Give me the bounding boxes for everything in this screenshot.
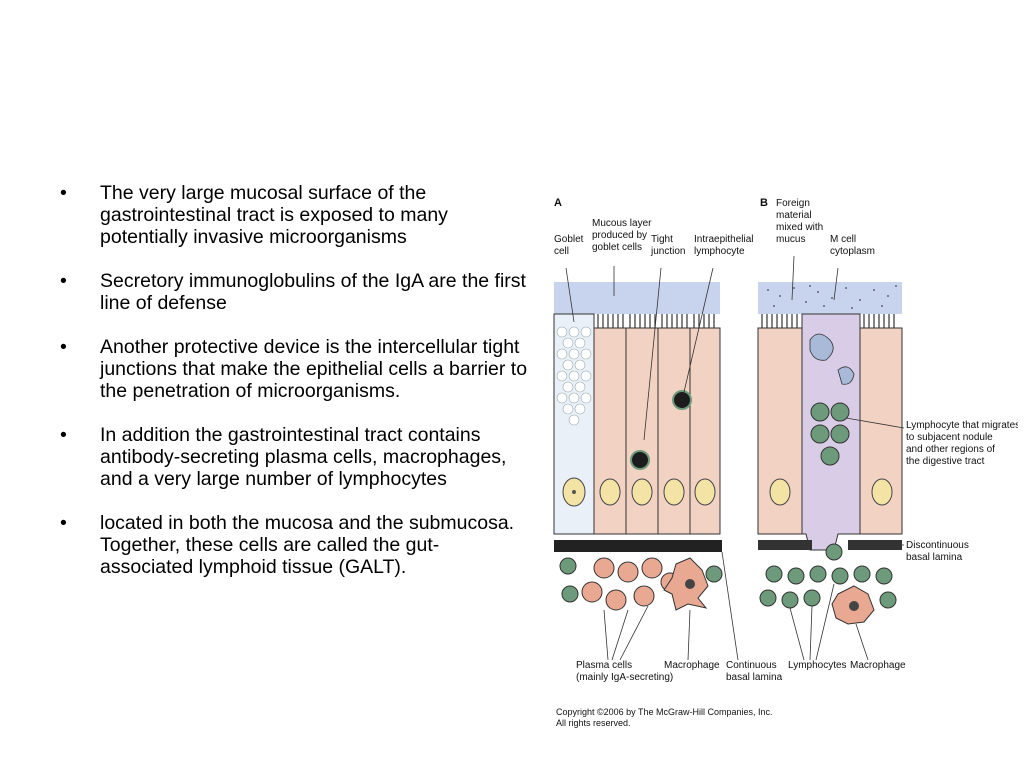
m-cell-vesicle bbox=[809, 333, 834, 361]
panel-b-letter: B bbox=[760, 197, 768, 209]
cell-nuclei-b bbox=[769, 478, 893, 506]
intraepithelial-lymphocyte bbox=[672, 390, 692, 410]
intraepithelial-lymphocyte bbox=[630, 450, 650, 470]
bullet-marker: • bbox=[60, 270, 67, 292]
macrophage-a-label: Macrophage bbox=[664, 660, 720, 671]
plasma-cells-label: Plasma cells(mainly IgA-secreting) bbox=[576, 660, 673, 683]
copyright-line: All rights reserved. bbox=[556, 718, 631, 728]
bullet-list: • The very large mucosal surface of the g… bbox=[60, 182, 530, 600]
copyright-line: Copyright ©2006 by The McGraw-Hill Compa… bbox=[556, 707, 773, 717]
bullet-item: • located in both the mucosa and the subm… bbox=[60, 512, 530, 578]
bullet-text: In addition the gastrointestinal tract c… bbox=[100, 424, 507, 490]
mucus-layer-b bbox=[758, 282, 902, 314]
nodule-lymphocytes bbox=[759, 543, 897, 609]
bullet-text: Another protective device is the interce… bbox=[100, 336, 528, 402]
continuous-basal-lamina bbox=[554, 540, 722, 552]
discontinuous-basal-lamina bbox=[758, 540, 902, 550]
lymphocytes-a bbox=[559, 557, 723, 603]
copyright-notice: Copyright ©2006 by The McGraw-Hill Compa… bbox=[556, 707, 773, 729]
absorptive-cells bbox=[593, 327, 721, 535]
bullet-marker: • bbox=[60, 336, 67, 358]
bullet-item: • Another protective device is the interc… bbox=[60, 336, 530, 402]
bullet-text: The very large mucosal surface of the ga… bbox=[100, 182, 448, 248]
bullet-item: • In addition the gastrointestinal tract … bbox=[60, 424, 530, 490]
bullet-marker: • bbox=[60, 512, 67, 534]
cell-nuclei-a bbox=[599, 478, 716, 506]
bullet-text: located in both the mucosa and the submu… bbox=[100, 512, 515, 578]
mucus-layer bbox=[554, 282, 720, 314]
panel-a-letter: A bbox=[554, 197, 562, 209]
m-cell-lymphocytes bbox=[810, 402, 850, 466]
microvilli-b bbox=[761, 314, 895, 328]
bullet-marker: • bbox=[60, 424, 67, 446]
macrophage-b-label: Macrophage bbox=[850, 660, 906, 671]
goblet-granules bbox=[556, 326, 592, 426]
bullet-text: Secretory immunoglobulins of the IgA are… bbox=[100, 270, 526, 314]
bullet-marker: • bbox=[60, 182, 67, 204]
foreign-particles bbox=[767, 285, 897, 309]
bullet-item: • The very large mucosal surface of the g… bbox=[60, 182, 530, 248]
lymphocytes-label: Lymphocytes bbox=[788, 660, 847, 671]
plasma-cells bbox=[581, 557, 680, 611]
microvilli-a bbox=[597, 314, 715, 328]
bullet-item: • Secretory immunoglobulins of the IgA ar… bbox=[60, 270, 530, 314]
